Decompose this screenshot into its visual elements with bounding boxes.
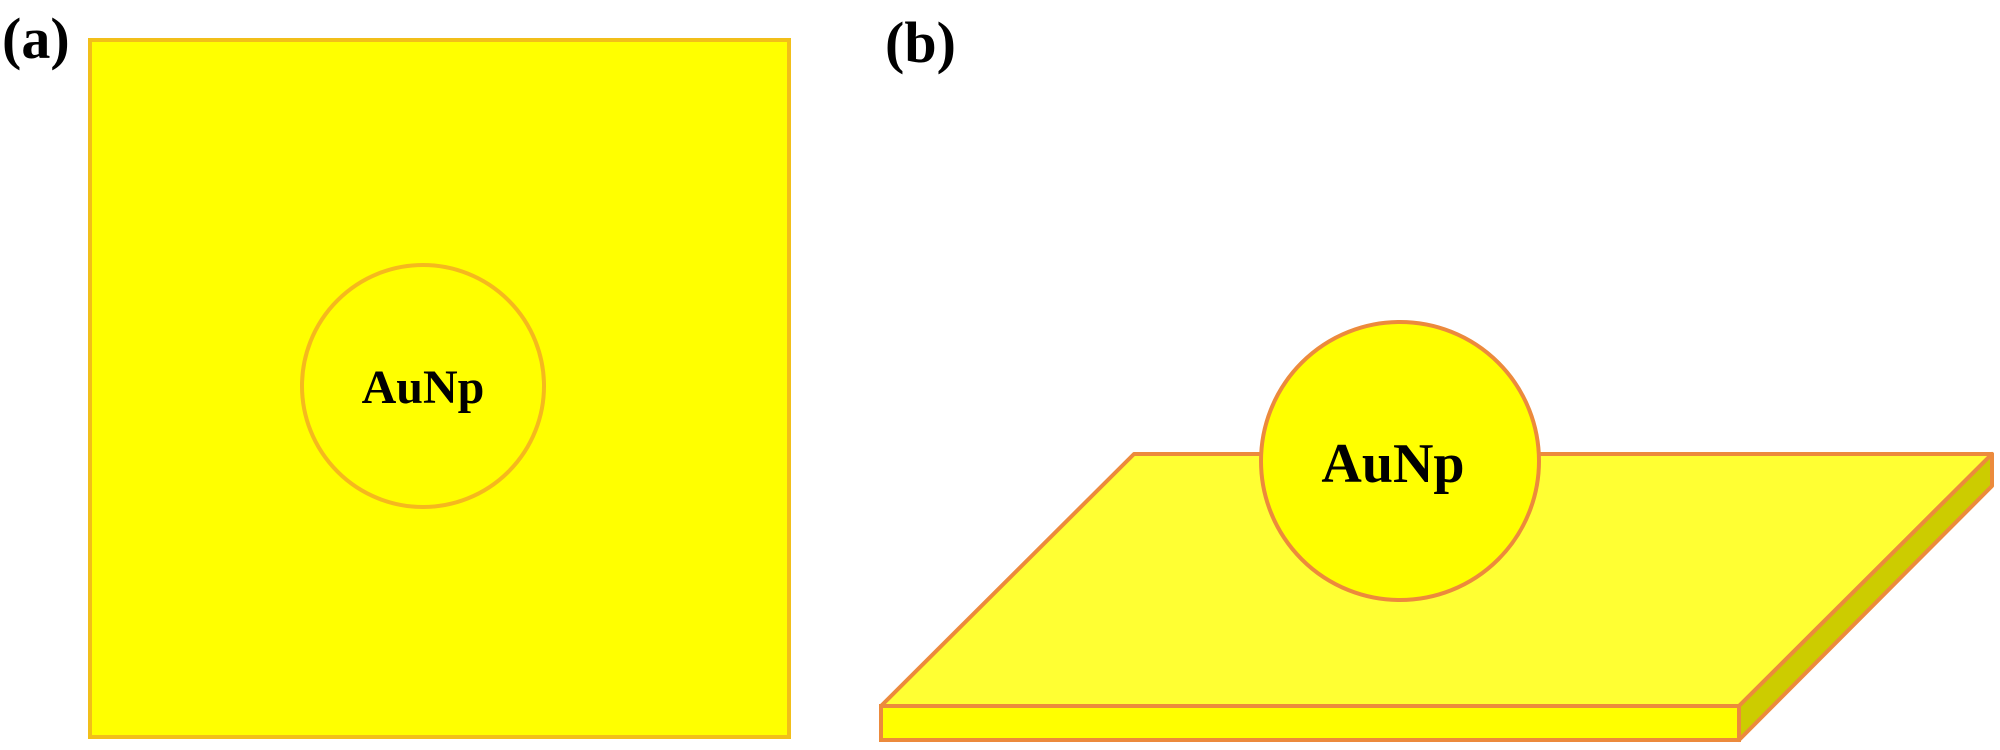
nanoparticle-side-view: [1259, 320, 1541, 602]
panel-b-label: (b): [885, 10, 956, 75]
panel-a-label: (a): [2, 6, 70, 71]
panel-a-particle-label: AuNp: [362, 361, 485, 414]
panel-b-particle-label: AuNp: [1321, 433, 1464, 495]
substrate-front-face: [879, 704, 1741, 742]
nanoparticle-top-view: [300, 263, 546, 509]
panel-a: (a) AuNp: [2, 6, 791, 739]
panel-b: (b) AuNp: [879, 10, 1994, 742]
